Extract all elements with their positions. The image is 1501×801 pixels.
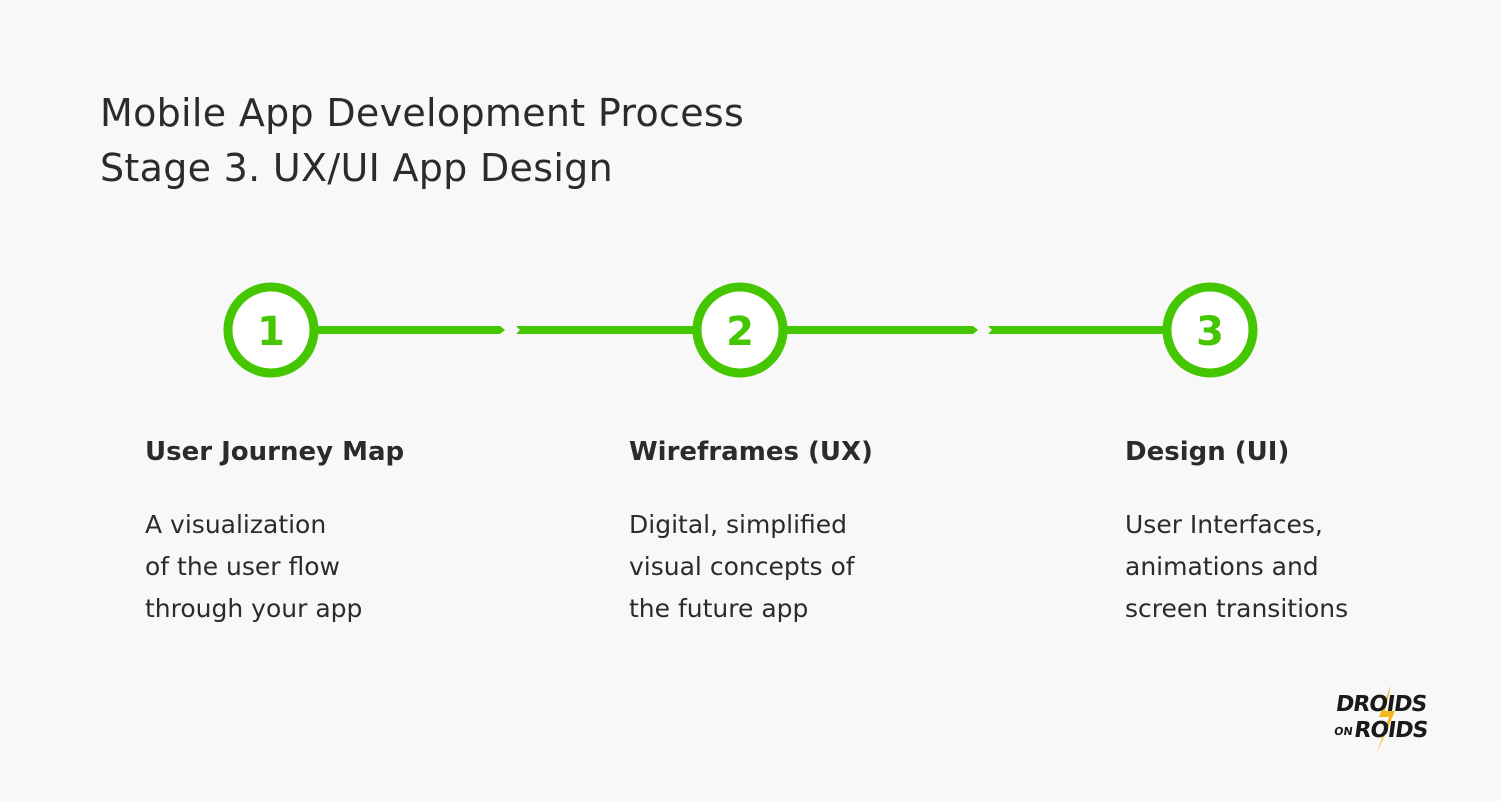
step-3: Design (UI) User Interfaces, animations … xyxy=(1125,432,1445,630)
svg-text:ROIDS: ROIDS xyxy=(1353,717,1430,743)
step-heading: Design (UI) xyxy=(1125,437,1290,467)
svg-text:DROIDS: DROIDS xyxy=(1334,691,1428,717)
connector-1b xyxy=(516,326,695,334)
step-2: Wireframes (UX) Digital, simplified visu… xyxy=(629,432,949,630)
step-circle-2 xyxy=(692,282,788,378)
connector-2a xyxy=(785,326,978,334)
step-number-1: 1 xyxy=(257,309,285,355)
step-circle-1 xyxy=(223,282,319,378)
step-1: User Journey Map A visualization of the … xyxy=(145,432,465,630)
step-description: Digital, simplified visual concepts of t… xyxy=(629,510,855,623)
title-line-1: Mobile App Development Process xyxy=(100,91,745,135)
lightning-bolt-icon xyxy=(1377,685,1395,753)
step-description: User Interfaces, animations and screen t… xyxy=(1125,510,1349,623)
connector-1a xyxy=(316,326,505,334)
step-number-2: 2 xyxy=(726,309,754,355)
step-number-3: 3 xyxy=(1196,309,1224,355)
svg-text:ON: ON xyxy=(1333,725,1353,738)
droids-on-roids-logo: DROIDS ON ROIDS xyxy=(1333,685,1430,753)
step-heading: Wireframes (UX) xyxy=(629,437,873,467)
step-heading: User Journey Map xyxy=(145,437,405,467)
page-title: Mobile App Development Process Stage 3. … xyxy=(100,86,744,196)
step-description: A visualization of the user flow through… xyxy=(145,510,363,623)
step-circle-3 xyxy=(1162,282,1258,378)
connector-2b xyxy=(988,326,1165,334)
title-line-2: Stage 3. UX/UI App Design xyxy=(100,146,613,190)
